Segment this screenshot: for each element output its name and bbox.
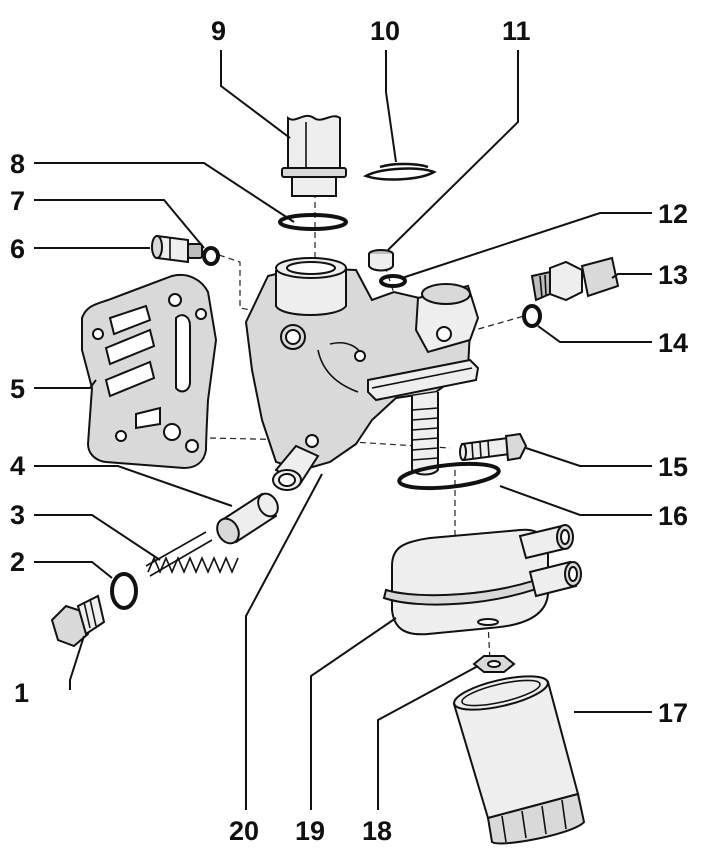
callout-9: 9 — [211, 16, 226, 46]
part-18-nut — [472, 655, 516, 673]
callout-numbers: 1 2 3 4 5 6 7 8 9 10 11 12 13 14 15 16 1… — [10, 16, 688, 846]
callout-11: 11 — [502, 16, 531, 46]
callout-3: 3 — [10, 500, 25, 530]
part-15-bolt — [459, 432, 528, 462]
callout-12: 12 — [658, 199, 688, 229]
part-3-spring — [145, 531, 239, 577]
callout-2: 2 — [10, 547, 25, 577]
callout-20: 20 — [229, 816, 259, 846]
part-12-seal — [379, 274, 407, 288]
leader-lines — [34, 50, 652, 810]
part-1-plug-bolt — [50, 594, 106, 648]
callout-17: 17 — [658, 698, 688, 728]
callout-13: 13 — [658, 260, 688, 290]
part-16-seal-ring — [397, 461, 501, 491]
part-6-valve — [151, 234, 203, 264]
callout-18: 18 — [362, 816, 392, 846]
callout-1: 1 — [14, 678, 29, 708]
callout-7: 7 — [10, 186, 25, 216]
callout-19: 19 — [295, 816, 325, 846]
callout-14: 14 — [658, 328, 688, 358]
part-19-oil-cooler — [382, 524, 582, 636]
callout-15: 15 — [658, 452, 688, 482]
part-14-washer — [522, 304, 542, 328]
part-17-oil-filter — [452, 675, 586, 845]
part-8-o-ring — [278, 213, 348, 231]
callout-16: 16 — [658, 501, 688, 531]
part-11-plug — [368, 249, 394, 272]
part-2-washer — [110, 572, 138, 610]
callout-8: 8 — [10, 149, 25, 179]
part-4-sleeve — [216, 492, 279, 545]
part-10-clip — [362, 162, 437, 181]
callout-10: 10 — [370, 16, 400, 46]
callout-5: 5 — [10, 374, 25, 404]
callout-6: 6 — [10, 234, 25, 264]
part-9-sleeve — [281, 114, 347, 197]
part-20-filter-housing — [244, 257, 480, 491]
part-7-o-ring — [202, 246, 220, 266]
part-5-gasket — [81, 274, 218, 470]
callout-4: 4 — [10, 451, 25, 481]
part-13-sender — [530, 256, 620, 302]
